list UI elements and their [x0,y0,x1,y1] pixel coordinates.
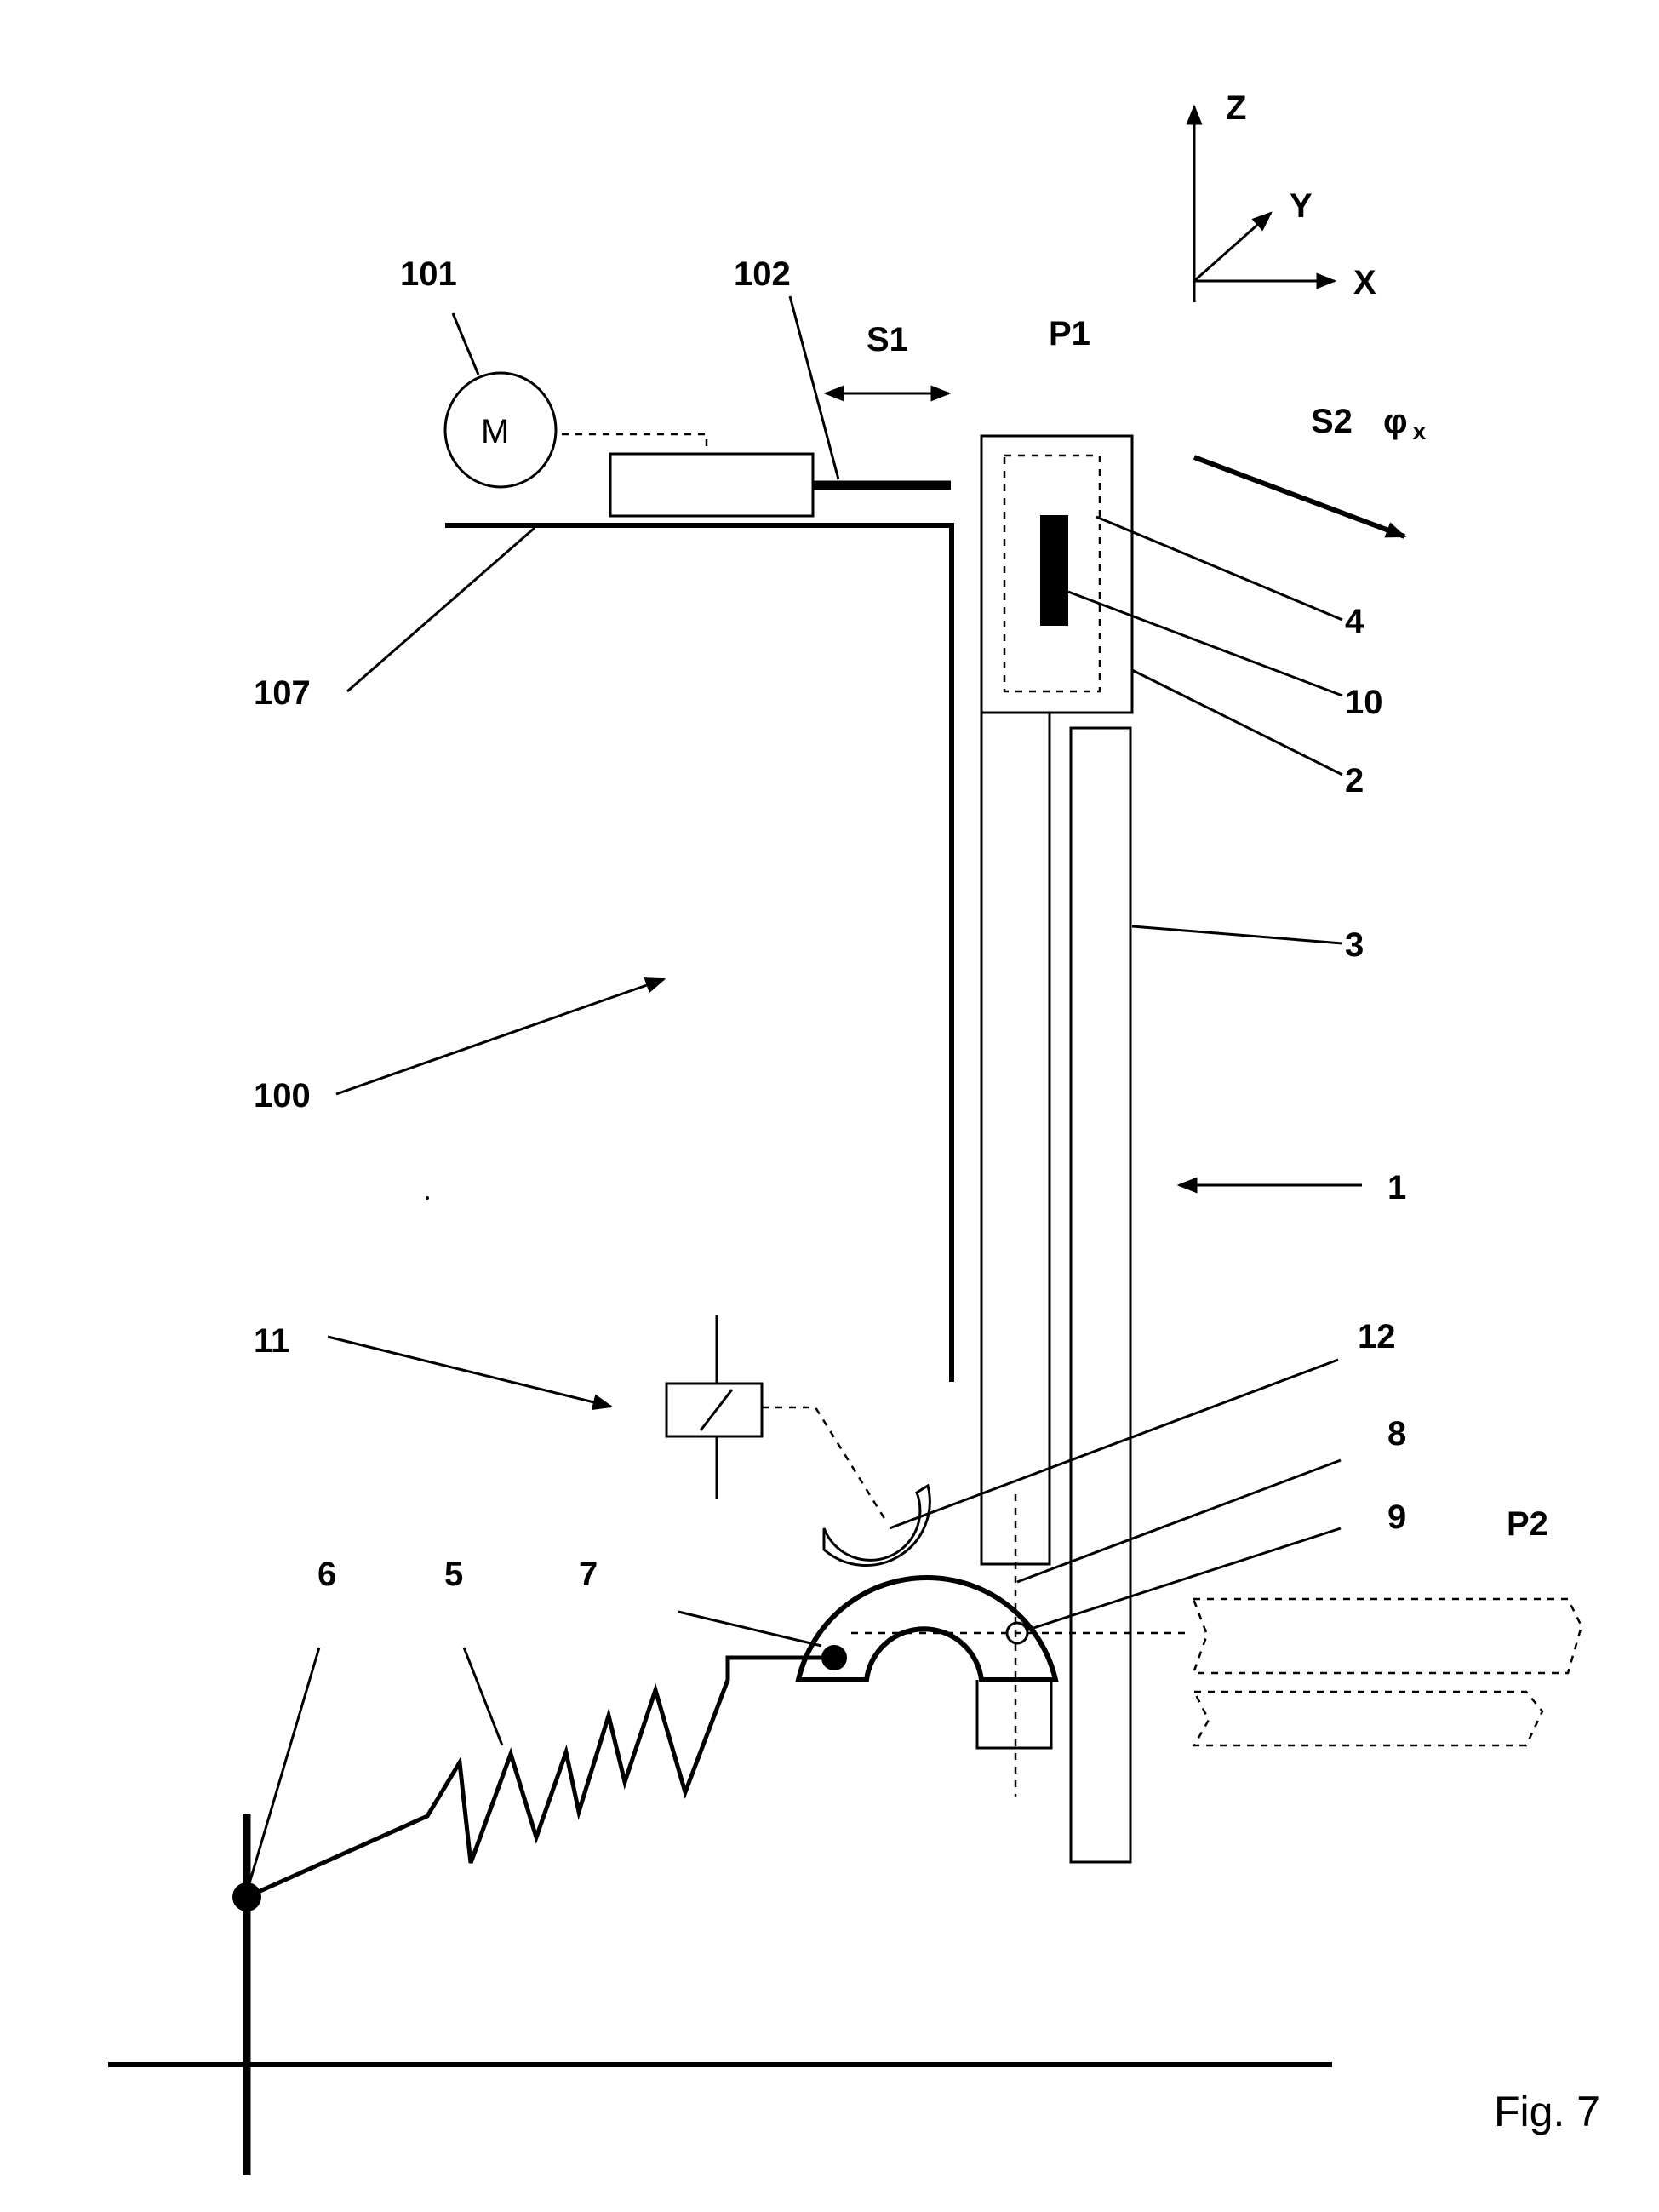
label-7: 7 [579,1556,598,1593]
block-10 [1040,515,1068,626]
bar-3 [1071,728,1130,1862]
leader-2 [1132,670,1342,775]
label-p2: P2 [1507,1505,1548,1543]
leader-102 [790,296,838,479]
label-6: 6 [317,1556,336,1593]
leader-12 [890,1360,1338,1528]
leader-101 [453,313,478,375]
stray-dot [426,1196,429,1200]
leader-10 [1068,592,1342,696]
element-8 [678,1460,1341,1797]
label-100: 100 [254,1077,311,1115]
pointer-100 [336,979,664,1094]
element-11 [328,1315,885,1520]
label-1: 1 [1387,1169,1406,1206]
coordinate-axes: Z Y X [1194,89,1376,302]
label-s1: S1 [867,321,908,358]
label-phi: φx [1383,403,1427,444]
label-10: 10 [1345,684,1383,721]
spring-5 [247,1658,830,1897]
lever-foot [977,1680,1051,1748]
s2-motion-arrow [1194,457,1404,536]
leader-3 [1132,926,1342,943]
label-3: 3 [1345,926,1364,964]
leader-7 [678,1612,821,1646]
frame-line [445,525,952,1382]
motor-symbol: M [481,413,509,450]
element-1 [981,436,1362,1862]
label-p1: P1 [1049,315,1090,352]
motor-signal-line [562,434,707,454]
label-5: 5 [444,1556,463,1593]
actuator-body [610,454,813,516]
label-9: 9 [1387,1499,1406,1536]
label-102: 102 [734,255,791,293]
magnet-signal-line [762,1407,885,1520]
position-p2-outline [1193,1599,1582,1745]
leader-6 [247,1648,319,1892]
label-8: 8 [1387,1415,1406,1453]
anchor-point-6 [232,1882,261,1911]
frame-107 [347,525,952,1382]
y-axis-arrow [1194,213,1271,281]
leader-8 [1017,1460,1341,1582]
label-11: 11 [254,1322,289,1360]
axis-y-label: Y [1290,187,1313,225]
label-107: 107 [254,674,311,712]
spring-assembly [232,1648,830,2175]
label-2: 2 [1345,762,1364,799]
axis-z-label: Z [1226,89,1246,127]
leader-9 [1026,1528,1341,1630]
label-101: 101 [400,255,457,293]
pointer-11 [328,1337,611,1407]
magnet-box [666,1384,762,1436]
reference-labels: 101 102 S1 P1 S2 φx 107 4 10 2 3 100 1 1… [254,255,1600,2135]
p2-outline-lower [1194,1692,1542,1745]
leader-107 [347,528,535,691]
axis-x-label: X [1353,264,1376,301]
leader-5 [464,1648,502,1745]
p2-outline-upper [1193,1599,1582,1673]
bar-left [981,713,1050,1564]
label-12: 12 [1358,1318,1396,1355]
magnet-slash [701,1390,732,1430]
label-s2: S2 [1311,403,1353,440]
label-4: 4 [1345,603,1364,640]
hook-12 [824,1486,930,1565]
figure-label: Fig. 7 [1494,2088,1600,2135]
